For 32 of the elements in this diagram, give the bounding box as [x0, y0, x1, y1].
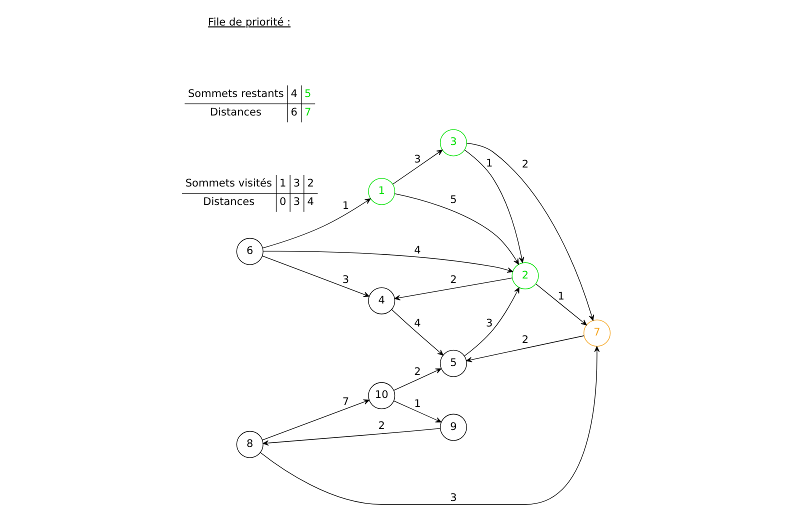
label: 3: [292, 196, 300, 208]
edge-label: 2: [521, 158, 528, 170]
edge-label: 4: [414, 244, 420, 256]
label: 7: [304, 106, 311, 118]
edge-label: 1: [342, 200, 349, 212]
label: 0: [279, 196, 286, 208]
label: Distances: [202, 196, 254, 208]
label: 6: [290, 106, 297, 118]
edge-label: 3: [485, 316, 492, 329]
edge-label: 1: [414, 397, 420, 410]
label: 4: [290, 88, 297, 100]
edge-label: 4: [414, 316, 420, 329]
label: 1: [279, 177, 286, 190]
edge-label: 3: [342, 273, 349, 286]
label: 5: [304, 88, 311, 100]
label: File de priorité :: [208, 16, 290, 28]
edge-label: 2: [521, 333, 528, 346]
edge-label: 2: [414, 366, 420, 378]
edge-label: 3: [414, 152, 420, 165]
label: Sommets restants: [187, 88, 284, 100]
label: 4: [306, 196, 314, 208]
label: 3: [292, 177, 300, 190]
edge-label: 1: [557, 290, 564, 302]
edge-label: 7: [342, 395, 349, 408]
edge-label: 2: [378, 420, 384, 432]
label: 2: [306, 177, 314, 190]
edge-label: 5: [450, 194, 456, 206]
label: Sommets visités: [184, 177, 272, 190]
edge-label: 1: [485, 156, 492, 169]
edge-label: 2: [450, 273, 456, 286]
edge-label: 3: [450, 491, 456, 504]
label: Distances: [210, 106, 262, 118]
